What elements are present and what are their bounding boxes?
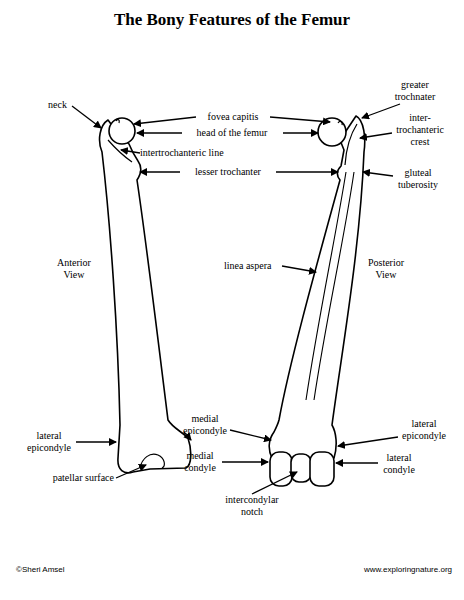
leader-line: [140, 171, 180, 172]
leader-line: [282, 266, 316, 272]
part-label: head of the femur: [180, 127, 284, 139]
leader-line: [276, 171, 338, 172]
linea-aspera-line: [306, 172, 346, 400]
linea-aspera-line: [314, 172, 354, 400]
leader-line: [72, 106, 101, 128]
posterior-bone-outline: [269, 116, 365, 458]
part-label: medial condyle: [178, 450, 222, 474]
part-label: greater trochnater: [384, 79, 446, 103]
leader-line: [116, 465, 146, 478]
part-label: gluteal tuberosity: [392, 167, 444, 191]
credit-text: www.exploringnature.org: [318, 564, 452, 576]
leader-line: [336, 462, 378, 463]
anterior-femoral-head: [109, 118, 135, 144]
leader-line: [360, 133, 392, 138]
anterior-fovea: [116, 120, 119, 123]
leader-line: [362, 104, 400, 118]
leader-line: [283, 132, 318, 133]
diagram-title: The Bony Features of the Femur: [0, 10, 464, 30]
medial-condyle-shape: [270, 452, 292, 486]
leader-line: [222, 461, 268, 462]
posterior-fovea: [338, 122, 342, 125]
leader-line: [338, 437, 398, 446]
leader-lines: [72, 104, 400, 494]
part-label: lesser trochanter: [178, 166, 278, 178]
intertrochanteric-crest-mark: [345, 124, 357, 165]
part-label: linea aspera: [224, 260, 284, 272]
credit-text: ©Sheri Amsel: [16, 564, 126, 576]
leader-line: [270, 117, 330, 122]
leader-line: [363, 172, 393, 176]
leader-line: [76, 441, 116, 442]
part-label: lateral condyle: [376, 452, 422, 476]
part-label: intertrochanteric line: [140, 147, 250, 159]
anterior-femur: [100, 118, 191, 473]
part-label: lateral epicondyle: [398, 418, 450, 442]
leader-line: [252, 472, 297, 494]
leader-line: [134, 117, 196, 124]
leader-line: [230, 430, 271, 440]
part-label: medial epicondyle: [178, 413, 232, 437]
anterior-bone-outline: [100, 120, 191, 473]
view-label: Posterior View: [358, 257, 414, 281]
leader-line: [137, 132, 182, 133]
part-label: patellar surface: [20, 472, 114, 484]
view-label: Anterior View: [48, 257, 100, 281]
part-label: fovea capitis: [196, 111, 270, 123]
part-label: intercondylar notch: [222, 494, 282, 518]
posterior-femoral-head: [318, 118, 346, 146]
part-label: neck: [48, 99, 78, 111]
posterior-femur: [269, 116, 365, 486]
intercondylar-shape: [291, 454, 311, 482]
lateral-condyle-shape: [310, 452, 334, 486]
part-label: inter- trochanteric crest: [392, 112, 448, 148]
part-label: lateral epicondyle: [22, 430, 76, 454]
leader-line: [121, 150, 140, 153]
